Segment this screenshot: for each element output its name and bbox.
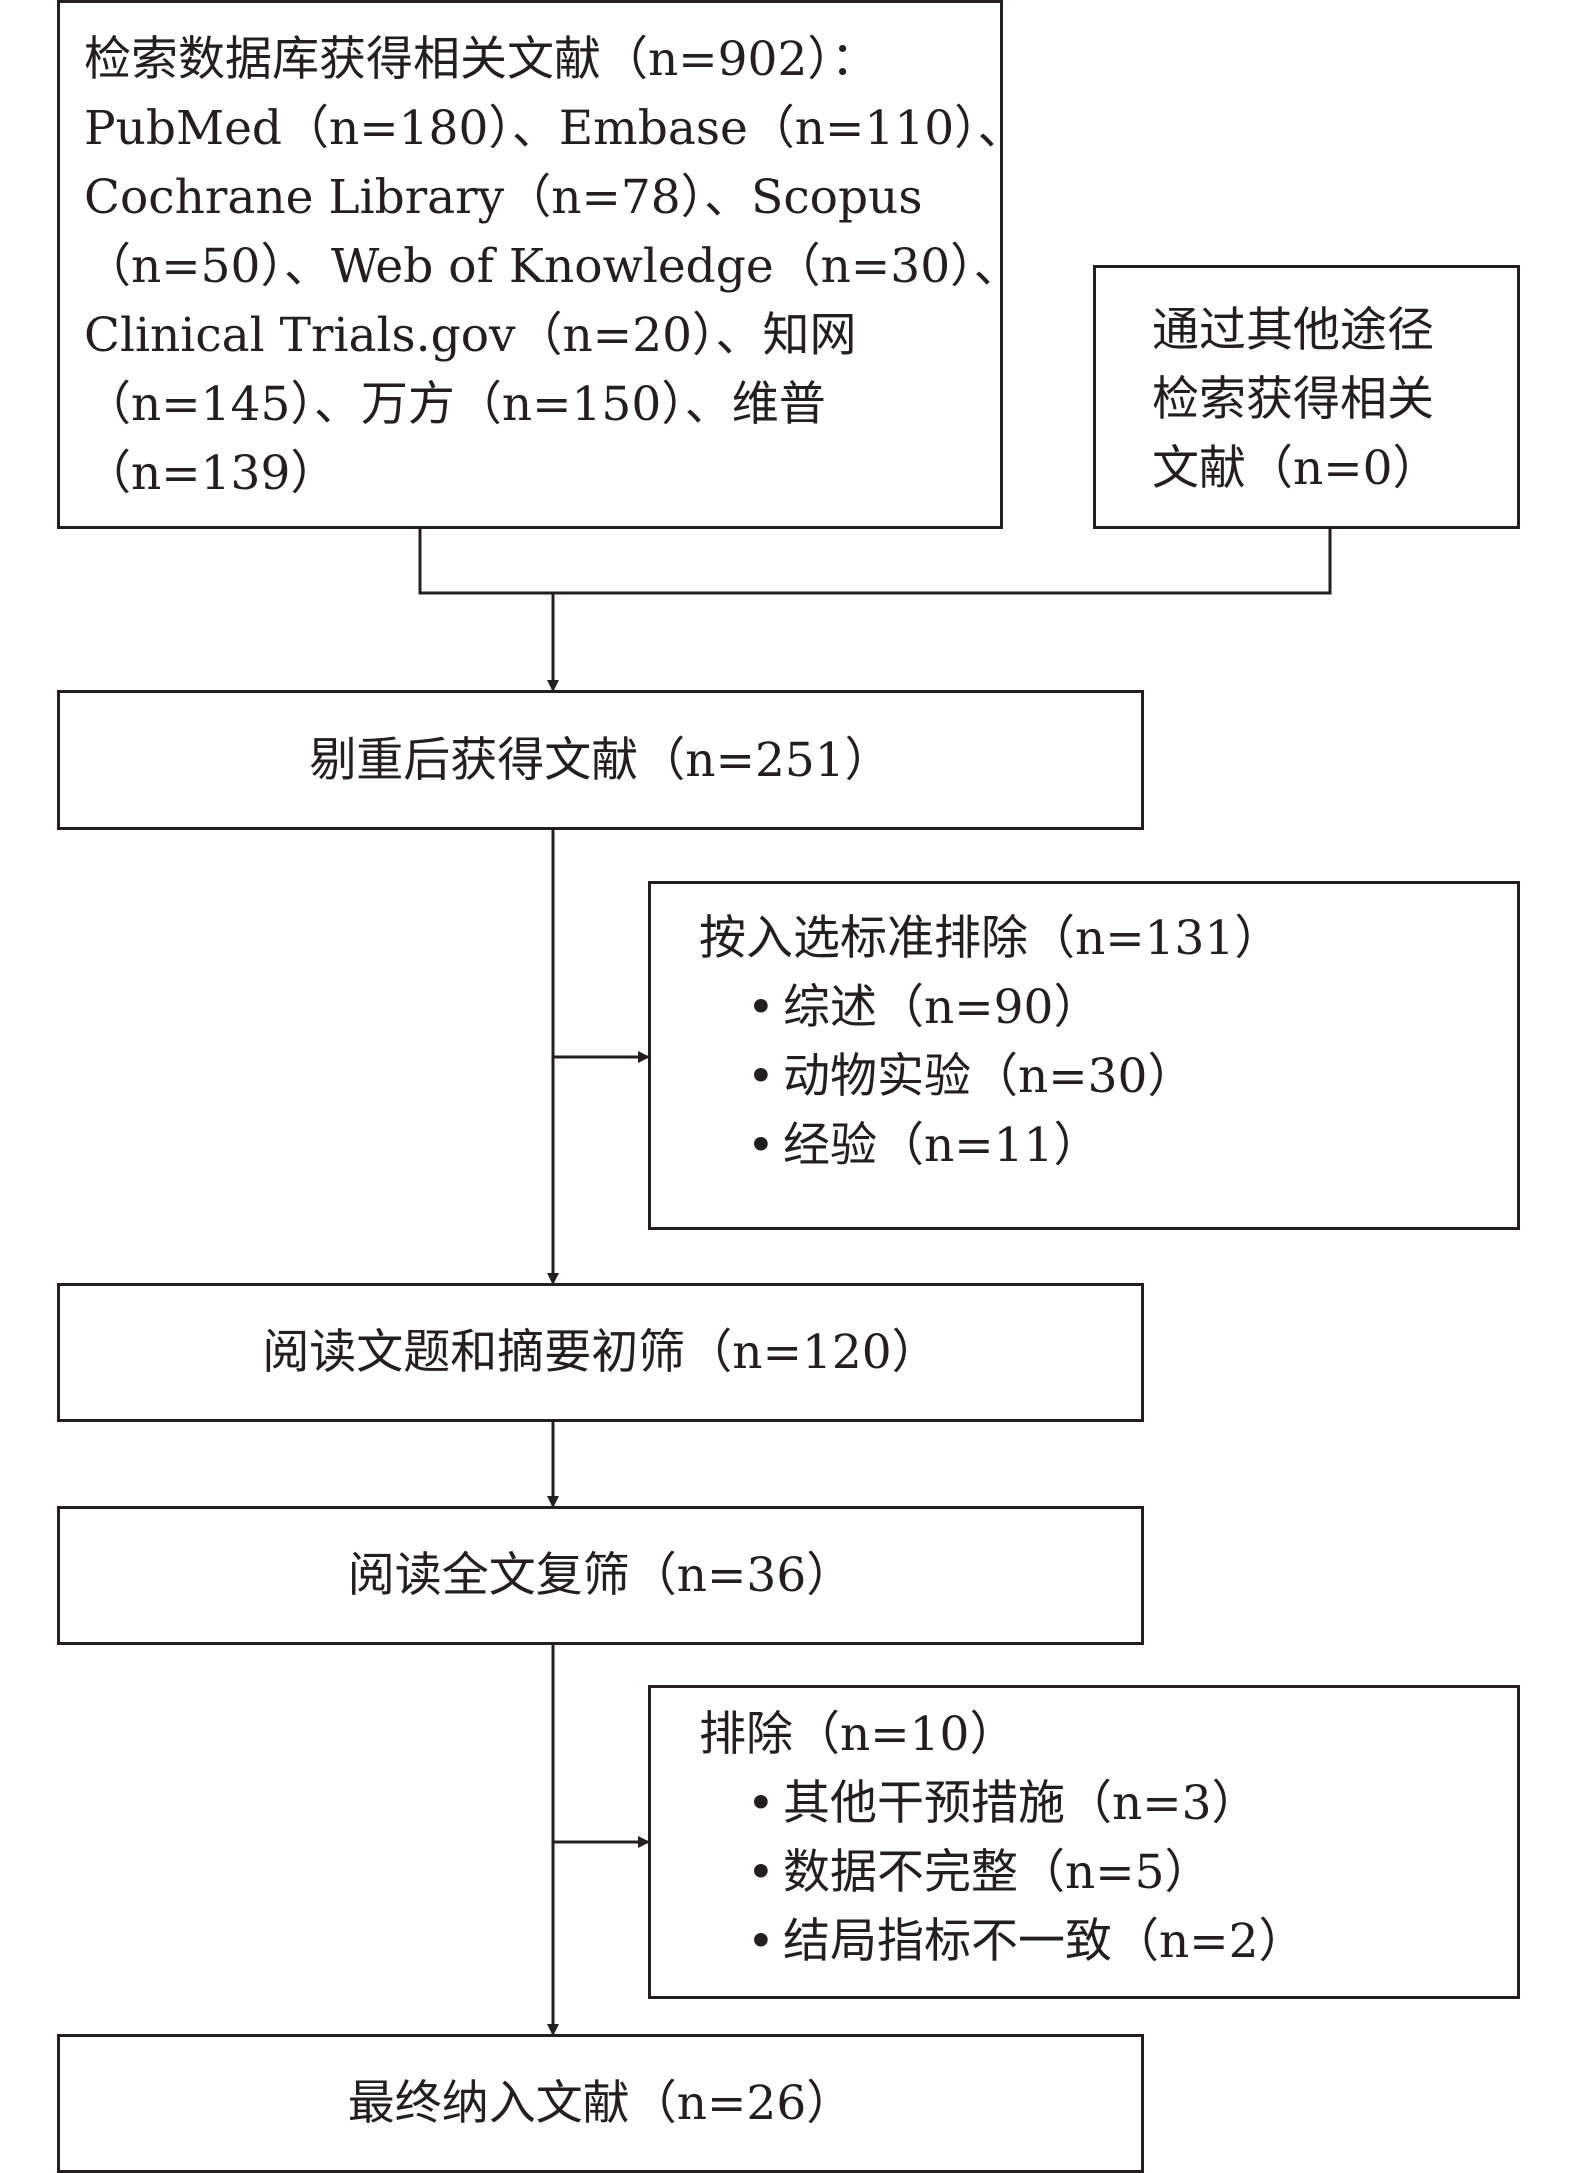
bullet-icon: • [747,980,775,1035]
bullet-icon: • [747,1776,775,1831]
exclusion-1-item-text: 经验（n=11） [783,1118,1101,1173]
exclusion-1-item-text: 动物实验（n=30） [783,1049,1195,1104]
database-search-line-6: （n=145）、万方（n=150）、维普 [84,377,826,432]
database-search-line-2: PubMed（n=180）、Embase（n=110）、 [84,101,1025,156]
title-abstract-screen-label: 阅读文题和摘要初筛（n=120） [262,1325,939,1380]
exclusion-2-box: 排除（n=10） • 其他干预措施（n=3） • 数据不完整（n=5） • 结局… [648,1685,1520,1999]
exclusion-1-box: 按入选标准排除（n=131） • 综述（n=90） • 动物实验（n=30） •… [648,881,1520,1230]
database-search-line-4: （n=50）、Web of Knowledge（n=30）、 [84,239,1021,294]
bullet-icon: • [747,1049,775,1104]
database-search-line-7: （n=139） [84,446,338,501]
exclusion-1-item-text: 综述（n=90） [783,980,1101,1035]
exclusion-1-title: 按入选标准排除（n=131） [699,911,1282,966]
database-search-line-5: Clinical Trials.gov（n=20）、知网 [84,308,857,363]
database-search-line-3: Cochrane Library（n=78）、Scopus [84,170,923,225]
database-search-line-1: 检索数据库获得相关文献（n=902）： [84,32,878,87]
after-dedup-label: 剔重后获得文献（n=251） [309,732,892,788]
fulltext-screen-label: 阅读全文复筛（n=36） [347,1548,854,1603]
exclusion-1-item: • 动物实验（n=30） [699,1042,1517,1111]
exclusion-2-item-text: 其他干预措施（n=3） [783,1776,1259,1831]
bullet-icon: • [747,1118,775,1173]
other-sources-line-3: 文献（n=0） [1152,441,1440,496]
other-sources-line-2: 检索获得相关 [1152,372,1434,427]
exclusion-2-item: • 其他干预措施（n=3） [699,1769,1517,1838]
title-abstract-screen-box: 阅读文题和摘要初筛（n=120） [57,1283,1144,1422]
exclusion-2-item: • 结局指标不一致（n=2） [699,1907,1517,1976]
merge-connector [418,529,1332,595]
after-dedup-box: 剔重后获得文献（n=251） [57,690,1144,830]
database-search-box: 检索数据库获得相关文献（n=902）： PubMed（n=180）、Embase… [57,0,1025,529]
bullet-icon: • [747,1914,775,1969]
exclusion-2-title: 排除（n=10） [699,1707,1017,1762]
exclusion-1-item: • 综述（n=90） [699,973,1517,1042]
exclusion-2-item-text: 数据不完整（n=5） [783,1845,1212,1900]
exclusion-2-item: • 数据不完整（n=5） [699,1838,1517,1907]
exclusion-1-item: • 经验（n=11） [699,1111,1517,1180]
bullet-icon: • [747,1845,775,1900]
other-sources-box: 通过其他途径 检索获得相关 文献（n=0） [1093,265,1520,529]
other-sources-line-1: 通过其他途径 [1152,303,1434,358]
final-included-box: 最终纳入文献（n=26） [57,2034,1144,2173]
exclusion-2-item-text: 结局指标不一致（n=2） [783,1914,1306,1969]
fulltext-screen-box: 阅读全文复筛（n=36） [57,1506,1144,1645]
final-included-label: 最终纳入文献（n=26） [347,2076,854,2131]
